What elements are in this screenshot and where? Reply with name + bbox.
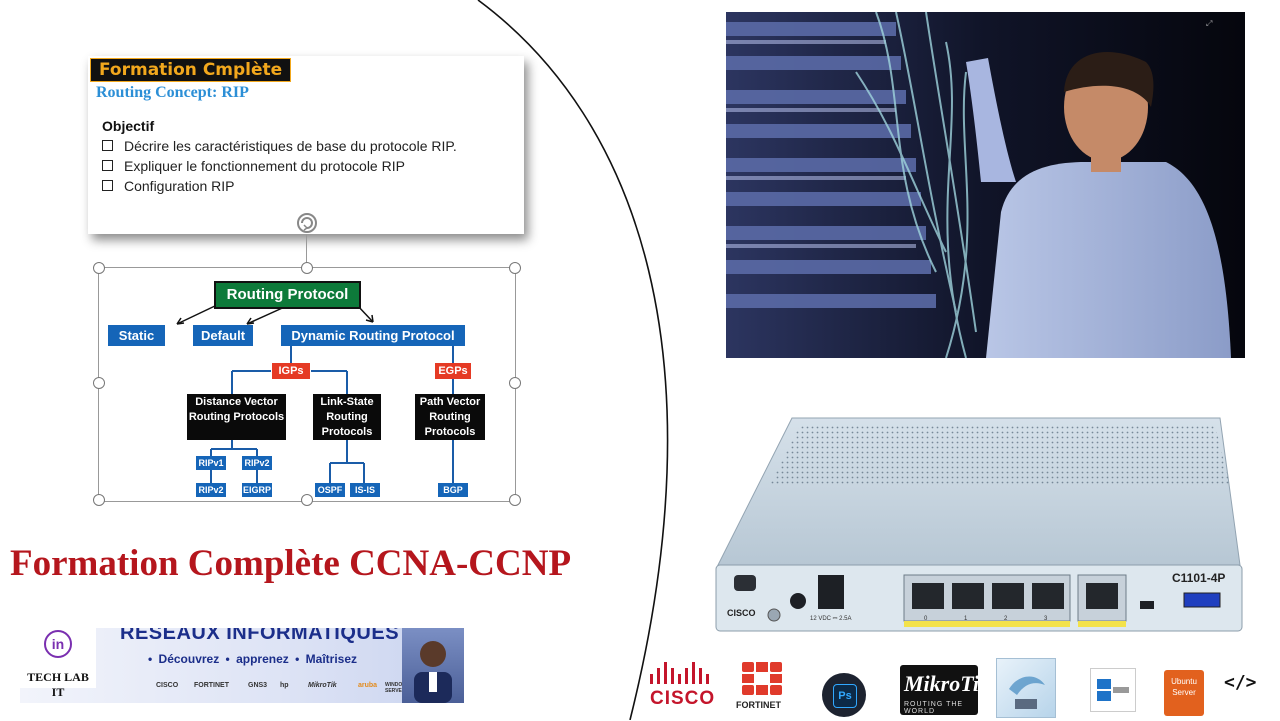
slide-banner: Formation Cmplète (90, 58, 292, 82)
resize-handle[interactable] (509, 262, 521, 274)
resize-handle[interactable] (93, 262, 105, 274)
objective-heading: Objectif (102, 118, 155, 134)
node-igps: IGPs (272, 363, 310, 379)
resize-handle[interactable] (509, 377, 521, 389)
resize-handle[interactable] (301, 494, 313, 506)
router-brand: CISCO (727, 608, 756, 618)
windows-icon (1097, 679, 1129, 701)
brand-windows-server: WINDOWS SERVEUR (385, 682, 402, 694)
router-power-label: 12 VDC ⎓ 2.5A (810, 616, 852, 622)
port-label: 2 (1004, 616, 1008, 622)
resize-handle[interactable] (509, 494, 521, 506)
techlab-logo: in TECH LAB IT (20, 628, 96, 699)
brand-mikrotik: MikroTik (308, 682, 337, 689)
techlab-slogan: • Découvrez • apprenez • Maîtrisez (148, 652, 357, 666)
checkbox-icon (102, 160, 113, 171)
cisco-bars-icon (650, 662, 709, 684)
node-ripv2: RIPv2 (242, 456, 272, 470)
techlab-banner: in TECH LAB IT RÉSEAUX INFORMATIQUES • D… (20, 628, 464, 703)
mikrotik-logo-text: MikroTik (904, 671, 990, 696)
node-is-is: IS-IS (350, 483, 380, 497)
port-label: 0 (924, 616, 928, 622)
node-default: Default (193, 325, 253, 346)
dragon-icon (1009, 676, 1045, 709)
brand-fortinet: FORTINET (194, 682, 229, 689)
presenter-photo (402, 628, 464, 703)
techlab-heading: RÉSEAUX INFORMATIQUES (120, 628, 400, 644)
techlab-logo-icon: in (44, 630, 72, 658)
node-distance-vector: Distance Vector Routing Protocols (187, 394, 286, 440)
brand-cisco: CISCO (156, 682, 179, 689)
node-routing-protocol: Routing Protocol (214, 281, 361, 309)
kali-linux-logo (996, 658, 1056, 718)
programmer-logo: </> (1222, 668, 1260, 708)
node-dynamic-routing: Dynamic Routing Protocol (281, 325, 465, 346)
router-model: C1101-4P (1172, 571, 1226, 585)
objective-item: Expliquer le fonctionnement du protocole… (102, 158, 405, 174)
node-ripv2: RIPv2 (196, 483, 226, 497)
slide-card: Formation Cmplète Routing Concept: RIP O… (88, 56, 524, 234)
rotate-handle-line (306, 234, 307, 266)
node-path-vector: Path Vector Routing Protocols (415, 394, 485, 440)
fortinet-logo-text: FORTINET (736, 700, 781, 710)
techlab-logo-name: TECH LAB IT (27, 670, 89, 699)
photoshop-logo: Ps (822, 673, 866, 717)
port-label: 1 (964, 616, 968, 622)
slide-subtitle: Routing Concept: RIP (96, 84, 249, 101)
port-label: 3 (1044, 616, 1048, 622)
cisco-logo: CISCO (646, 660, 716, 712)
node-ripv1: RIPv1 (196, 456, 226, 470)
checkbox-icon (102, 180, 113, 191)
node-eigrp: EIGRP (242, 483, 272, 497)
node-static: Static (108, 325, 165, 346)
photoshop-icon: Ps (833, 684, 857, 708)
mikrotik-logo: MikroTik ROUTING THE WORLD (900, 665, 990, 715)
rotate-handle-icon[interactable] (294, 210, 320, 236)
windows-server-logo (1090, 668, 1136, 712)
code-icon: </> (1224, 672, 1257, 693)
mikrotik-tagline: ROUTING THE WORLD (904, 701, 964, 715)
server-room-photo: ⤢ (726, 12, 1245, 358)
node-link-state: Link-State Routing Protocols (313, 394, 381, 440)
brand-gns3: GNS3 (248, 682, 268, 689)
objective-item: Décrire les caractéristiques de base du … (102, 138, 457, 154)
node-bgp: BGP (438, 483, 468, 497)
cisco-logo-text: CISCO (650, 688, 716, 709)
routing-protocol-diagram[interactable]: Routing Protocol Static Default Dynamic … (98, 267, 516, 502)
fortinet-logo: FORTINET (736, 660, 788, 712)
node-ospf: OSPF (315, 483, 345, 497)
node-egps: EGPs (435, 363, 471, 379)
brand-hp: hp (280, 682, 289, 689)
ubuntu-logo-text: Ubuntu Server (1171, 677, 1197, 697)
resize-handle[interactable] (93, 494, 105, 506)
ubuntu-server-logo: Ubuntu Server (1164, 670, 1204, 716)
techlab-banner-text: RÉSEAUX INFORMATIQUES • Découvrez • appr… (96, 628, 402, 703)
brand-aruba: aruba (358, 682, 378, 689)
fortinet-grid-icon (742, 662, 782, 695)
resize-handle[interactable] (301, 262, 313, 274)
checkbox-icon (102, 140, 113, 151)
svg-text:⤢: ⤢ (1205, 19, 1212, 28)
objective-item: Configuration RIP (102, 178, 235, 194)
main-title: Formation Complète CCNA-CCNP (10, 543, 572, 584)
resize-handle[interactable] (93, 377, 105, 389)
cisco-router: C1101-4P CISCO 12 VDC ⎓ 2.5A 0 1 2 3 (710, 365, 1250, 645)
